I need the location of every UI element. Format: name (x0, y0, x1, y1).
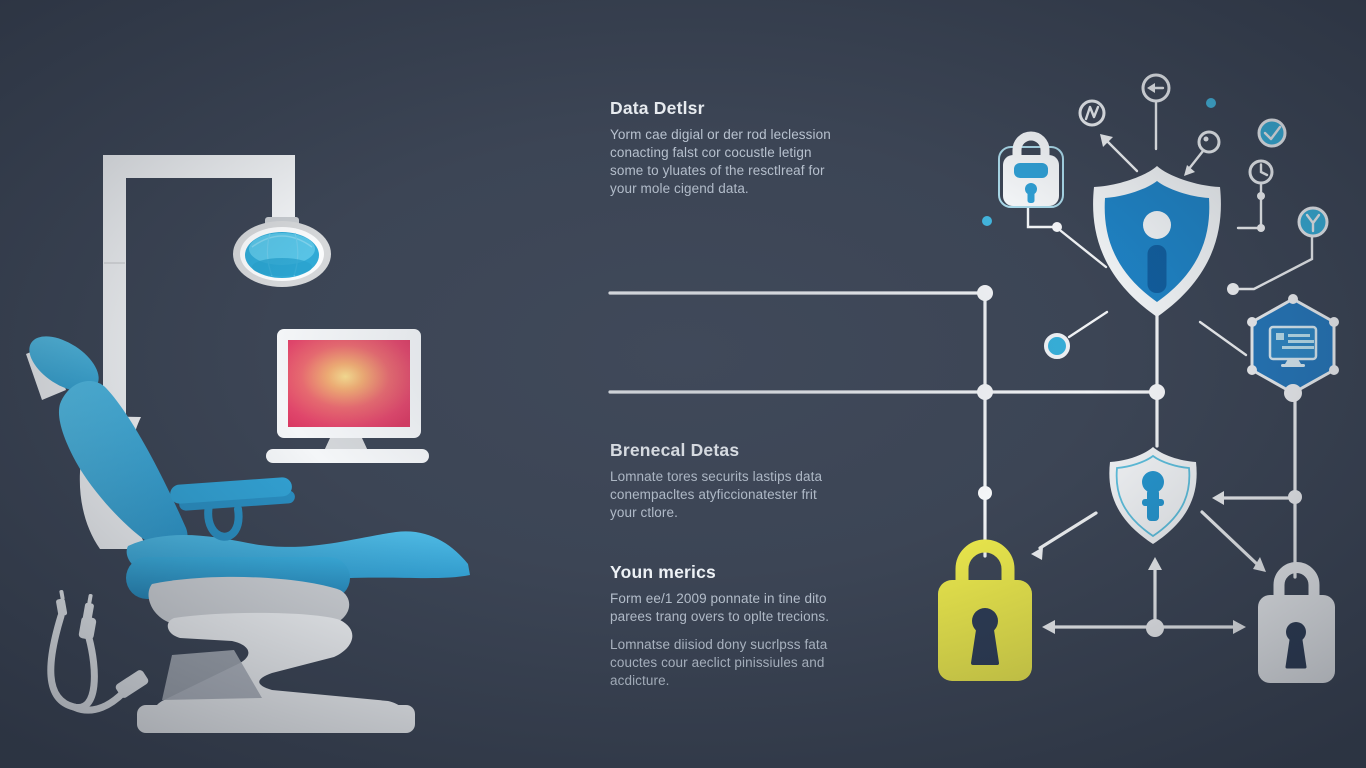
back-arrow-circle-icon (1141, 73, 1171, 103)
dental-lamp (233, 217, 331, 287)
armrest (170, 477, 295, 541)
keyhole-shield-icon (1109, 447, 1197, 544)
section-body: Lomnate tores securits lastips data cone… (610, 469, 823, 521)
monitor-screen (288, 340, 410, 427)
section-heading: Brenecal Detas (610, 440, 740, 460)
section-body: Form ee/1 2009 ponnate in tine dito pare… (610, 591, 830, 625)
arrowheads (1031, 134, 1266, 634)
monitor-stand (324, 438, 368, 451)
lamp-arm-bar (103, 155, 295, 178)
record-circle-icon (1197, 130, 1221, 154)
network-diagram (608, 73, 1339, 683)
dental-chair-illustration (26, 155, 470, 733)
white-padlock-icon (1258, 562, 1335, 683)
dental-chair (26, 336, 470, 733)
check-circle-icon (1257, 118, 1287, 148)
signal-circle-icon (1078, 99, 1106, 127)
lamp-drop (272, 155, 295, 223)
chair-base-plate (137, 705, 415, 733)
section-data-detlsr: Data Detlsr Yorm cae digial or der rod l… (610, 98, 862, 198)
yellow-padlock-icon (938, 539, 1032, 681)
cyan-ring-dot (1044, 333, 1070, 359)
network-nodes (977, 98, 1302, 637)
chair-backrest (58, 381, 188, 553)
pedestal-shadow (162, 650, 262, 700)
handpiece-plug (115, 670, 149, 698)
padlock-badge-icon (998, 131, 1064, 208)
section-body: Yorm cae digial or der rod leclession co… (610, 127, 831, 196)
monitor-base (266, 449, 429, 463)
hexagon-monitor-icon (1247, 294, 1339, 402)
cyan-dot (1206, 98, 1216, 108)
section-heading: Youn merics (610, 562, 716, 582)
connector-lines (608, 100, 1314, 629)
monitor (266, 329, 429, 463)
cyan-dot (982, 216, 992, 226)
share-circle-icon (1297, 206, 1329, 238)
section-brenecal-detas: Brenecal Detas Lomnate tores securits la… (610, 440, 862, 522)
section-heading: Data Detlsr (610, 98, 705, 118)
clock-circle-icon (1248, 159, 1274, 185)
section-youn-merics: Youn merics Form ee/1 2009 ponnate in ti… (610, 562, 862, 690)
headrest (29, 336, 99, 392)
alert-shield-icon (1093, 166, 1221, 317)
handpiece-cable (47, 589, 149, 714)
section-body-2: Lomnatse diisiod dony sucrlpss fata couc… (610, 637, 828, 688)
